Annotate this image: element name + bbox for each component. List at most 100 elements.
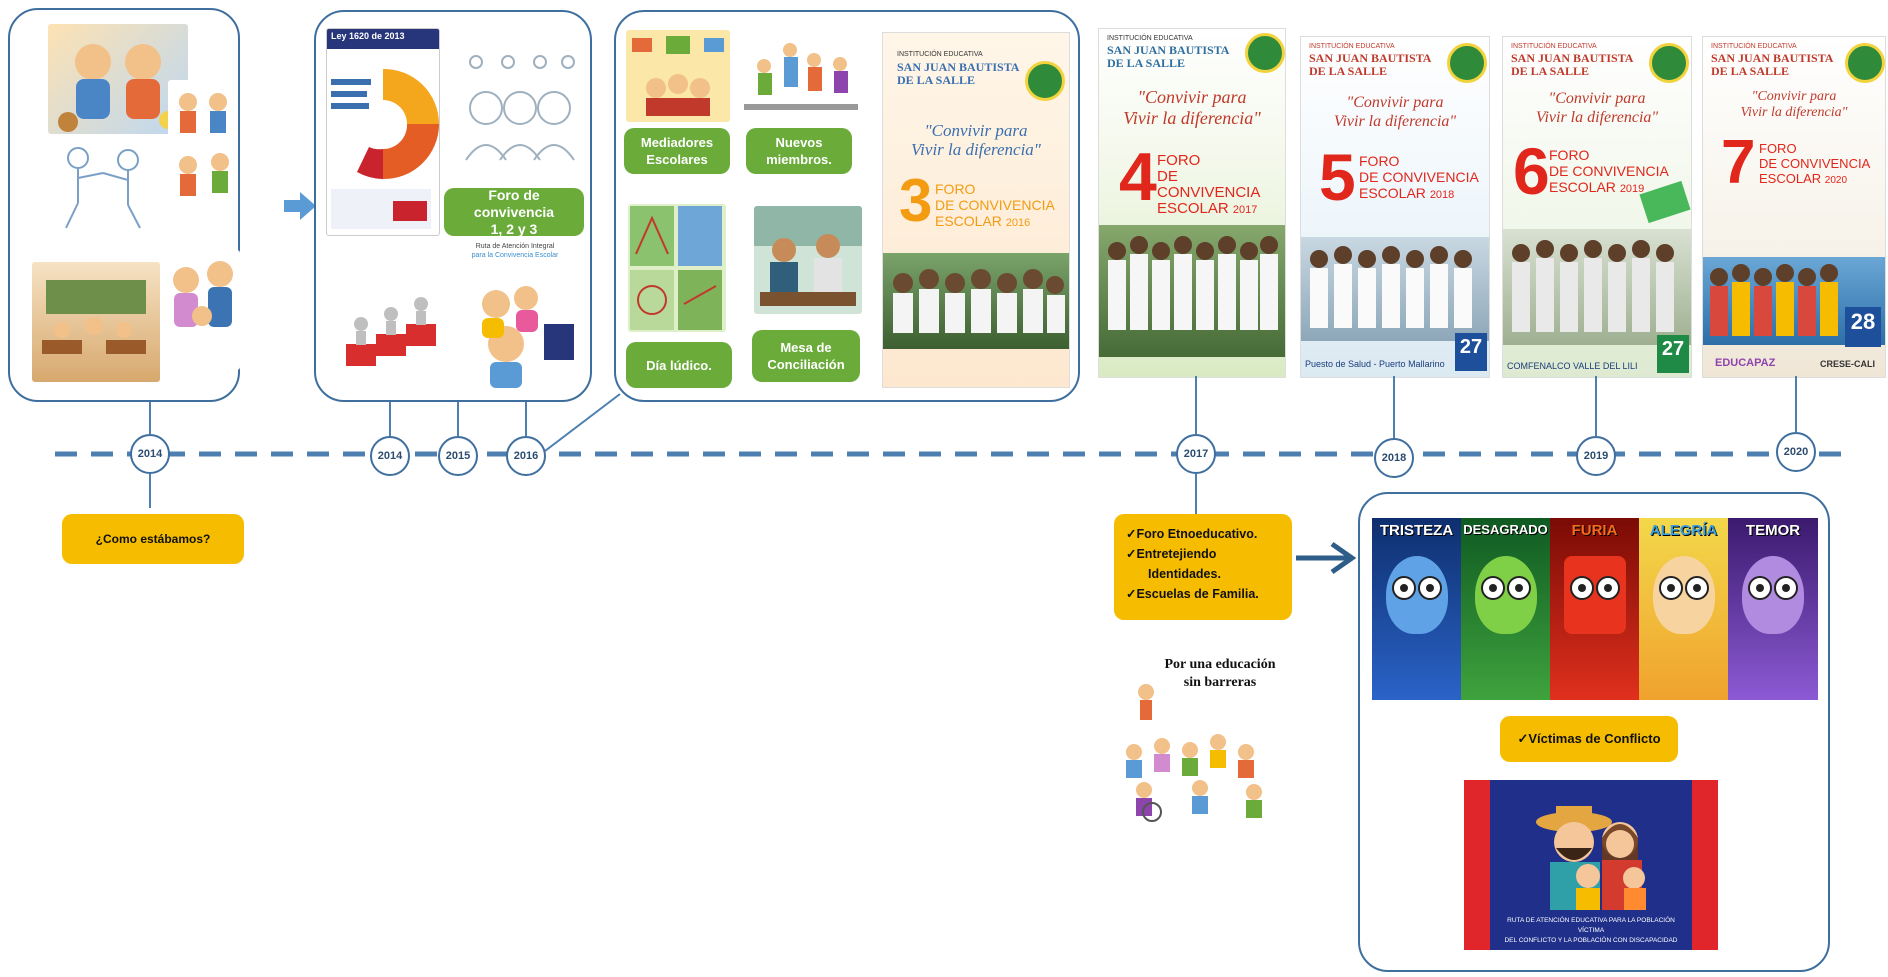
poster6-venue: COMFENALCO VALLE DEL LILI: [1507, 361, 1638, 371]
arrow-right-icon: [1296, 541, 1357, 575]
poster7-school-line1: SAN JUAN BAUTISTA: [1711, 51, 1834, 65]
classroom-image: [32, 262, 160, 382]
year-2019: 2019: [1576, 436, 1616, 476]
banner-red-left: [1464, 780, 1490, 950]
emotion-tristeza: TRISTEZA: [1372, 518, 1461, 700]
connector-2014b-up: [389, 402, 391, 436]
mediadores-image: [626, 30, 730, 122]
poster-foro-6: INSTITUCIÓN EDUCATIVA SAN JUAN BAUTISTA …: [1502, 36, 1692, 378]
activity-escuelas-familia: ✓Escuelas de Familia.: [1126, 587, 1259, 601]
poster3-foro-escolar: ESCOLAR: [935, 213, 1002, 229]
ruta-victimas-caption: RUTA DE ATENCIÓN EDUCATIVA PARA LA POBLA…: [1494, 916, 1688, 946]
poster5-crest-icon: [1447, 43, 1487, 83]
poster4-foro-line3: ESCOLAR 2017: [1157, 201, 1285, 218]
poster6-slogan-line1: "Convivir para: [1548, 90, 1646, 107]
poster3-school-line2: DE LA SALLE: [897, 73, 976, 87]
foro-pill-line2: 1, 2 y 3: [490, 220, 538, 237]
poster5-foro-line2: DE CONVIVENCIA: [1359, 169, 1479, 185]
emotion-furia: FURIA: [1550, 518, 1639, 700]
poster7-foro-line1: FORO: [1759, 141, 1797, 156]
poster7-date-badge: 28: [1845, 307, 1881, 347]
poster5-slogan: "Convivir para Vivir la diferencia": [1301, 93, 1489, 131]
poster4-school-line1: SAN JUAN BAUTISTA: [1107, 43, 1230, 57]
poster6-foro-escolar: ESCOLAR: [1549, 179, 1616, 195]
three-faces-image: [456, 48, 582, 168]
poster3-students-photo: [883, 253, 1069, 349]
poster6-foro-line2: DE CONVIVENCIA: [1549, 163, 1669, 179]
banner-red-right: [1692, 780, 1718, 950]
poster3-institution: INSTITUCIÓN EDUCATIVA: [897, 51, 983, 58]
year-2018: 2018: [1374, 438, 1414, 478]
poster-foro-4: INSTITUCIÓN EDUCATIVA SAN JUAN BAUTISTA …: [1098, 28, 1286, 378]
poster3-school-line1: SAN JUAN BAUTISTA: [897, 60, 1020, 74]
poster7-foro-escolar: ESCOLAR: [1759, 171, 1822, 186]
poster3-slogan: "Convivir para Vivir la diferencia": [883, 121, 1069, 159]
emotion-temor-label: TEMOR: [1745, 522, 1801, 539]
sad-children-image: [168, 250, 240, 370]
dia-ludico-label: Día lúdico.: [646, 357, 712, 373]
poster6-foro-line3: ESCOLAR 2019: [1549, 179, 1669, 197]
mesa-line1: Mesa de: [780, 340, 832, 355]
poster6-foro-line1: FORO: [1549, 147, 1590, 163]
box-2017-activities: ✓Foro Etnoeducativo. ✓Entretejiendo Iden…: [1114, 514, 1292, 620]
sadness-face-icon: [1385, 556, 1448, 634]
year-2020: 2020: [1776, 432, 1816, 472]
year-2014-b: 2014: [370, 436, 410, 476]
poster-foro-3: INSTITUCIÓN EDUCATIVA SAN JUAN BAUTISTA …: [882, 32, 1070, 388]
poster6-foro: FORO DE CONVIVENCIA ESCOLAR 2019: [1549, 147, 1669, 197]
poster6-students-photo: [1503, 229, 1691, 345]
poster6-slogan-line2: Vivir la diferencia": [1535, 109, 1659, 126]
poster4-institution: INSTITUCIÓN EDUCATIVA: [1107, 35, 1193, 42]
puzzle-team-image: [336, 274, 446, 384]
connector-2020-up: [1795, 376, 1797, 432]
poster3-foro-line1: FORO: [935, 181, 976, 197]
poster3-foro-line3: ESCOLAR 2016: [935, 213, 1055, 231]
poster7-slogan: "Convivir para Vivir la diferencia": [1703, 89, 1885, 121]
connector-2018-up: [1393, 376, 1395, 438]
poster5-edition: 5: [1319, 140, 1356, 214]
poster7-school: SAN JUAN BAUTISTA DE LA SALLE: [1711, 52, 1833, 78]
anger-face-icon: [1563, 556, 1626, 634]
poster7-day: 28: [1850, 309, 1876, 334]
inclusive-kids-image: [1104, 662, 1300, 822]
activity-identidades: Identidades.: [1148, 567, 1221, 581]
ruta-line1: Ruta de Atención Integral: [475, 243, 555, 250]
poster7-foro: FORO DE CONVIVENCIA ESCOLAR 2020: [1759, 141, 1870, 188]
ruta-victimas-banner: RUTA DE ATENCIÓN EDUCATIVA PARA LA POBLA…: [1464, 780, 1718, 950]
poster4-crest-icon: [1245, 33, 1285, 73]
poster7-school-line2: DE LA SALLE: [1711, 64, 1790, 78]
connector-2016-up: [525, 402, 527, 436]
education-caption-line1: Por una educación: [1164, 657, 1276, 672]
poster3-school: SAN JUAN BAUTISTA DE LA SALLE: [897, 61, 1019, 87]
poster6-school-line1: SAN JUAN BAUTISTA: [1511, 51, 1634, 65]
poster6-date-badge: 27: [1657, 335, 1689, 373]
year-2015: 2015: [438, 436, 478, 476]
ley-infographic: Ley 1620 de 2013: [326, 28, 440, 236]
poster4-slogan: "Convivir para Vivir la diferencia": [1099, 87, 1285, 129]
dia-ludico-image: [628, 204, 726, 332]
foro-pill-line1: Foro de convivencia: [473, 186, 555, 220]
poster4-school-line2: DE LA SALLE: [1107, 56, 1186, 70]
joy-face-icon: [1652, 556, 1715, 634]
poster4-foro-line2: DE CONVIVENCIA: [1157, 168, 1261, 201]
ruta-victimas-line2: DEL CONFLICTO Y LA POBLACIÓN CON DISCAPA…: [1504, 937, 1678, 944]
cartoon-kids-image: [456, 274, 576, 392]
poster5-year: 2018: [1429, 189, 1455, 201]
emotion-tristeza-label: TRISTEZA: [1379, 522, 1454, 539]
poster4-slogan-line2: Vivir la diferencia": [1123, 108, 1261, 128]
family-illustration: [1536, 806, 1646, 910]
poster7-slogan-line2: Vivir la diferencia": [1740, 105, 1848, 120]
poster3-foro: FORO DE CONVIVENCIA ESCOLAR 2016: [935, 181, 1055, 231]
emotion-alegria-label: ALEGRÍA: [1649, 522, 1718, 539]
poster-foro-5: INSTITUCIÓN EDUCATIVA SAN JUAN BAUTISTA …: [1300, 36, 1490, 378]
poster4-students-photo: [1099, 225, 1285, 357]
poster7-edition: 7: [1721, 128, 1756, 197]
poster5-day: 27: [1459, 336, 1483, 358]
year-2016: 2016: [506, 436, 546, 476]
nuevos-line2: miembros.: [766, 152, 832, 167]
